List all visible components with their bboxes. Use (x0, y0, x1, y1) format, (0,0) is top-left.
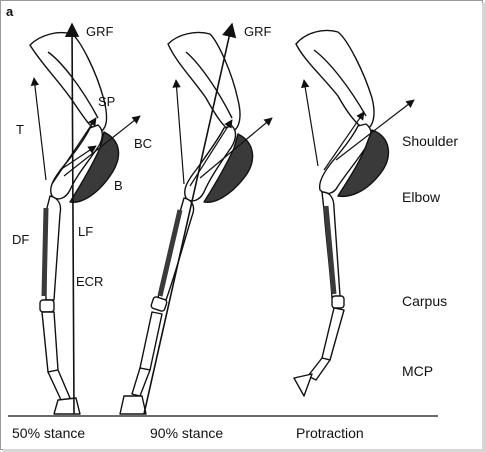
grf-arrow-90 (143, 22, 237, 415)
b-label: B (114, 178, 123, 193)
sp-label: SP (98, 94, 115, 109)
pastern-bone (47, 369, 71, 403)
muscle-force-arrows-protraction (301, 79, 415, 171)
cannon-bone (41, 311, 59, 373)
frame-shadow-bottom (3, 449, 485, 452)
grf-label-left: GRF (86, 24, 114, 39)
grf-label-middle: GRF (244, 24, 272, 39)
pastern-bone (307, 357, 331, 381)
flexor-muscle (41, 207, 49, 297)
joint-label-elbow: Elbow (402, 189, 441, 205)
df-label: DF (12, 232, 29, 247)
carpus-bone (150, 296, 168, 312)
scapular-spine (313, 49, 367, 117)
caption-90-stance: 90% stance (150, 425, 223, 441)
scapular-spine (185, 51, 233, 119)
scapula-bone (295, 29, 375, 131)
panel-letter: a (6, 4, 14, 19)
cannon-bone (321, 307, 345, 361)
hoof (293, 373, 313, 397)
cannon-bone (139, 311, 163, 371)
carpus-bone (331, 295, 345, 309)
grf-arrow-50 (64, 22, 80, 415)
muscle-force-arrows-50 (30, 77, 141, 185)
limb-protraction (293, 29, 390, 397)
joint-label-carpus: Carpus (402, 293, 447, 309)
biceps-muscle (337, 129, 390, 198)
limb-90-stance (119, 31, 254, 415)
biceps-muscle (69, 131, 120, 203)
caption-50-stance: 50% stance (12, 425, 85, 441)
biceps-muscle (203, 133, 254, 203)
muscle-force-arrows-90 (172, 79, 273, 187)
lf-label: LF (78, 224, 93, 239)
flexor-muscle (157, 209, 183, 297)
phase-captions: 50% stance 90% stance Protraction (12, 425, 364, 441)
joint-label-mcp: MCP (402, 363, 433, 379)
flexor-muscle (323, 205, 337, 295)
t-label: T (16, 122, 24, 137)
humerus-bone (184, 125, 237, 202)
hoof (53, 397, 81, 415)
ecr-label: ECR (76, 274, 103, 289)
scapula-bone (167, 31, 241, 133)
bc-label: BC (134, 136, 152, 151)
caption-protraction: Protraction (296, 425, 364, 441)
carpus-bone (39, 299, 55, 313)
joint-label-shoulder: Shoulder (402, 133, 458, 149)
scapula-bone (29, 31, 108, 133)
pastern-bone (131, 367, 151, 397)
frame-shadow-right (482, 3, 485, 452)
joint-labels: Shoulder Elbow Carpus MCP (402, 133, 458, 379)
hoof (119, 395, 147, 415)
